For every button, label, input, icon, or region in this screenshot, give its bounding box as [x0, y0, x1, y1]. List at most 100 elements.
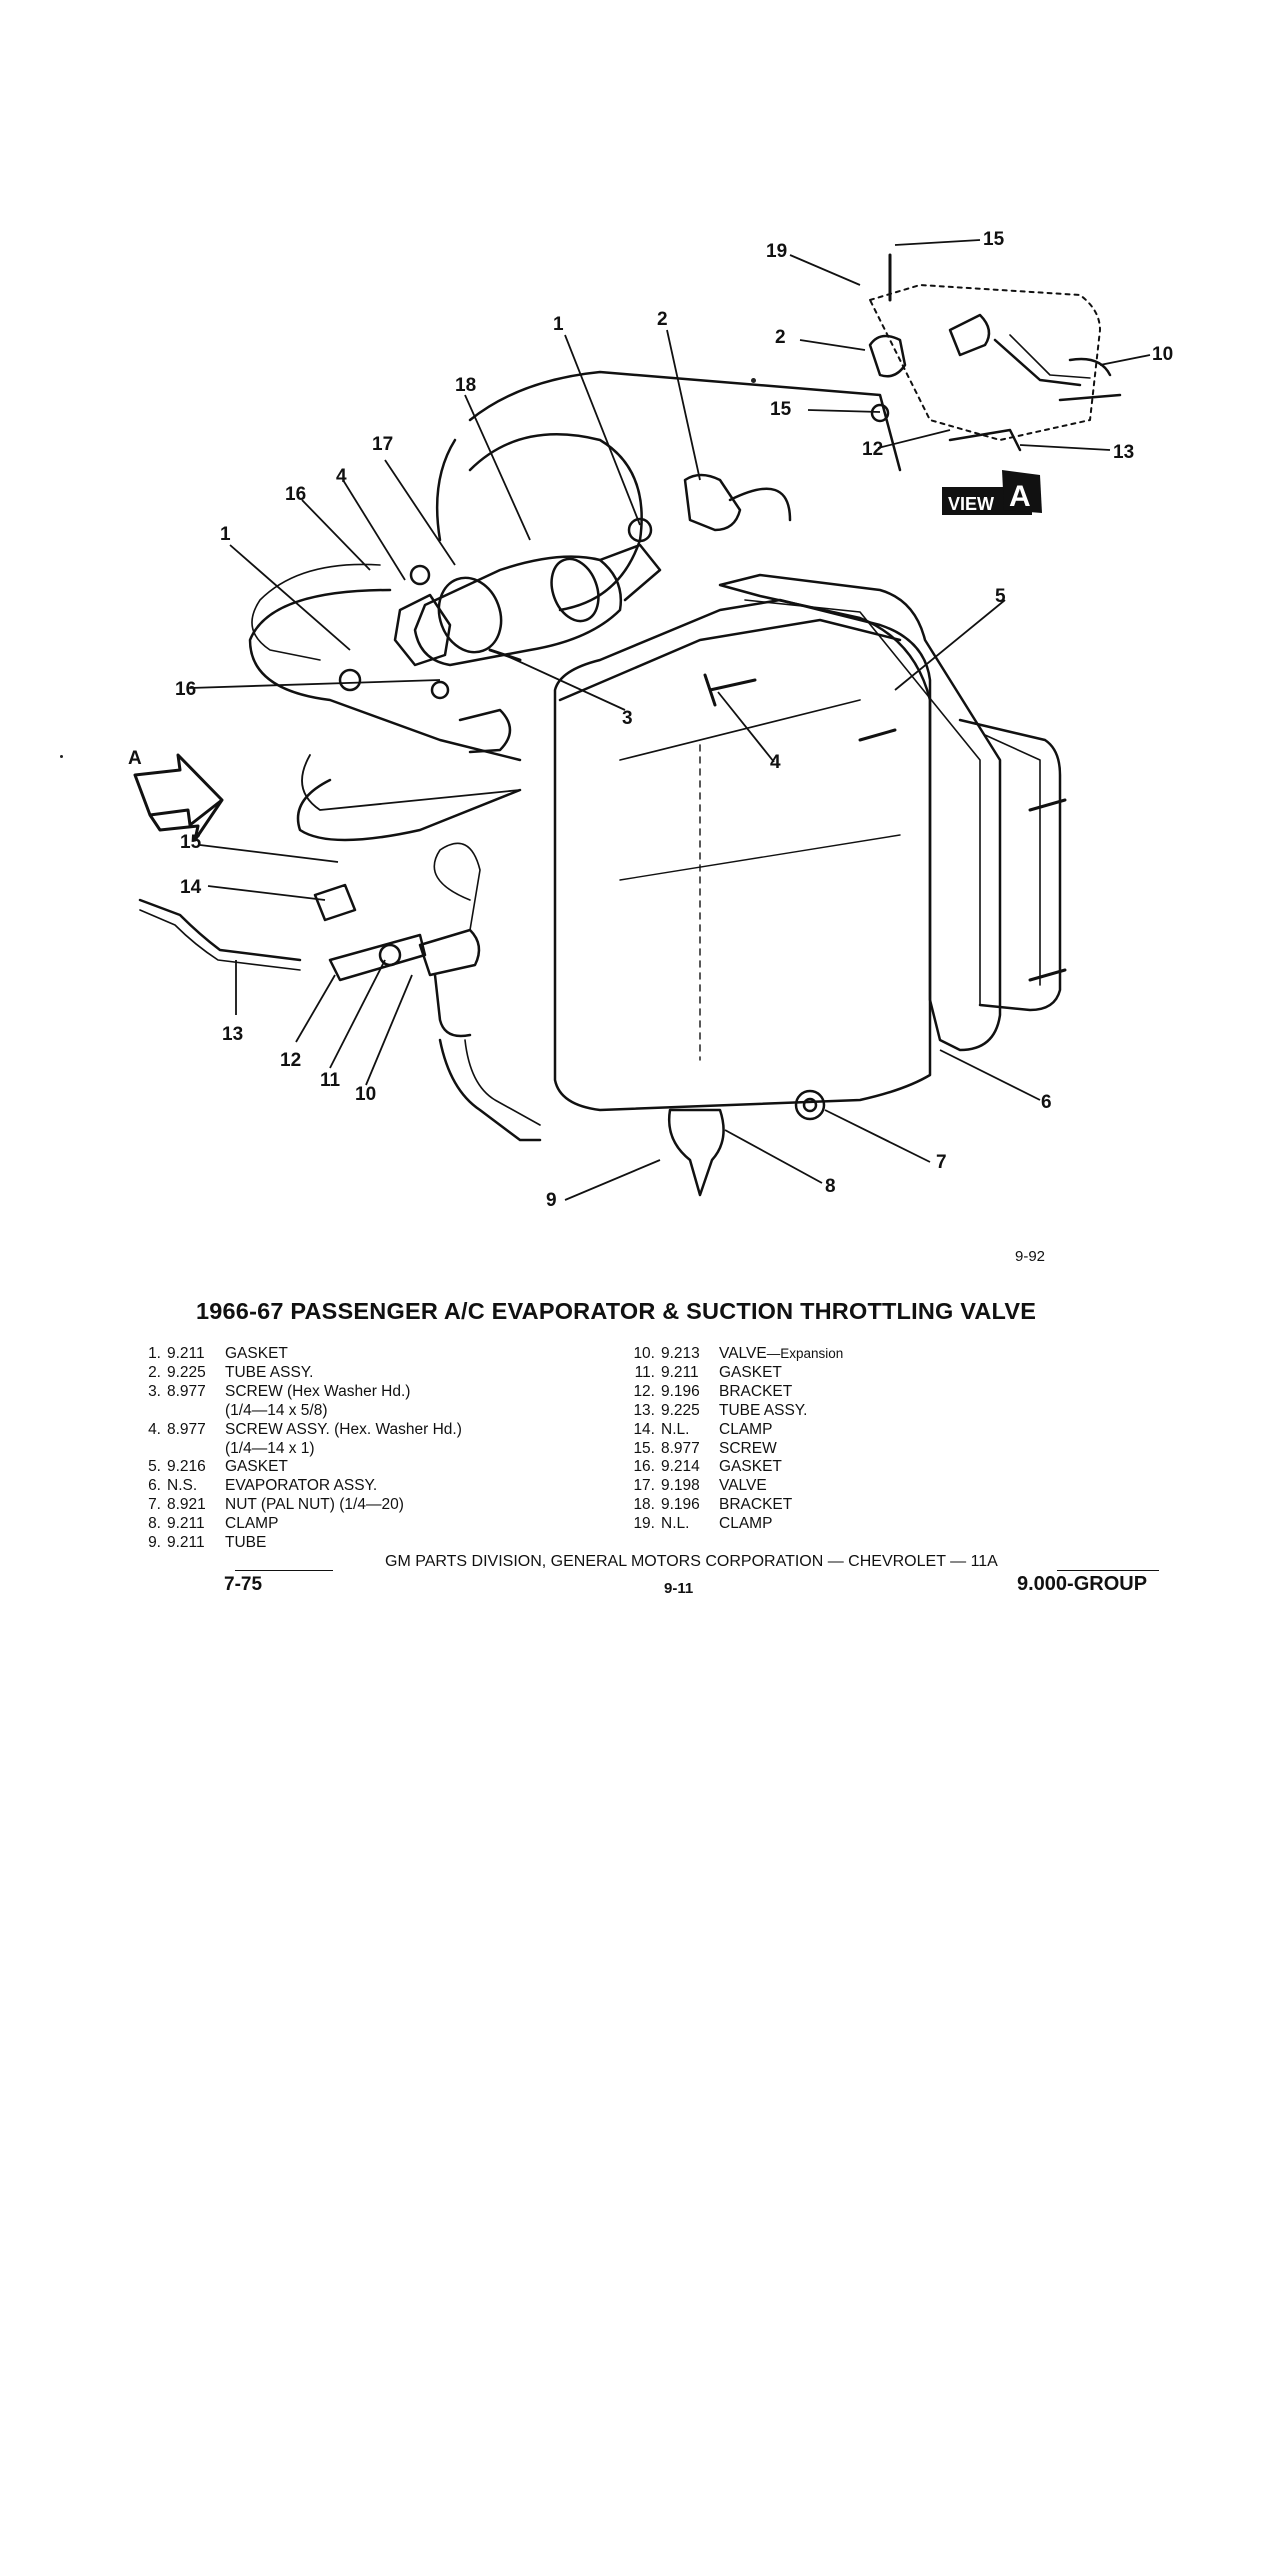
blower-housing-outline	[468, 370, 902, 472]
part-code: 9.213	[661, 1345, 700, 1362]
part-description: (1/4—14 x 1)	[225, 1439, 315, 1457]
callout: 12	[862, 439, 883, 460]
part-code: 9.211	[167, 1515, 205, 1533]
callout: 14	[180, 877, 202, 898]
scan-speck	[751, 378, 756, 383]
part-number: 12.	[633, 1382, 655, 1400]
part-number: 19.	[633, 1515, 655, 1533]
part-description: SCREW ASSY. (Hex. Washer Hd.)	[225, 1420, 462, 1438]
part-description: GASKET	[225, 1458, 288, 1476]
callout: 7	[936, 1152, 947, 1173]
part-number: 1.	[148, 1345, 161, 1362]
parts-row: 6.N.S.EVAPORATOR ASSY.	[133, 1477, 462, 1496]
part-description: GASKET	[719, 1458, 782, 1476]
view-direction-arrow: A	[128, 748, 224, 842]
part-description: CLAMP	[719, 1515, 773, 1533]
part-number	[133, 1402, 167, 1421]
part-number: 13.	[633, 1401, 655, 1419]
part-code	[167, 1402, 225, 1421]
part-code	[167, 1440, 225, 1459]
figure-code: 9-92	[1015, 1248, 1046, 1265]
part-description-qualifier: —Expansion	[766, 1346, 844, 1361]
callout: 1	[220, 524, 231, 545]
callout: 4	[336, 466, 347, 487]
capillary-tube	[251, 563, 381, 661]
part-description: SCREW (Hex Washer Hd.)	[225, 1382, 411, 1400]
callout: 3	[622, 708, 633, 729]
part-number: 15.	[633, 1439, 655, 1457]
part-code: 8.977	[167, 1420, 206, 1438]
part-description: BRACKET	[719, 1382, 793, 1400]
part-description: TUBE	[225, 1534, 267, 1552]
callout: 2	[657, 309, 668, 330]
parts-row: 19. N.L. CLAMP	[627, 1515, 843, 1534]
callout: 13	[1113, 442, 1134, 463]
page-number-left: 7-75	[224, 1574, 263, 1595]
part-description: GASKET	[225, 1345, 288, 1362]
part-description: TUBE ASSY.	[719, 1401, 808, 1419]
part-code: 8.977	[661, 1439, 700, 1457]
part-description: (1/4—14 x 5/8)	[225, 1401, 328, 1419]
parts-row: (1/4—14 x 5/8)	[133, 1402, 462, 1421]
scan-speck	[60, 755, 63, 758]
callout: 11	[320, 1070, 341, 1091]
part-number: 16.	[633, 1458, 655, 1476]
part-description: VALVE	[719, 1477, 767, 1495]
part-code: 9.225	[167, 1363, 206, 1381]
part-code: 9.196	[661, 1496, 700, 1514]
drain-nozzle	[667, 1108, 725, 1197]
expansion-valve	[418, 928, 481, 977]
part-number: 11.	[634, 1363, 655, 1381]
suction-throttling-valve	[413, 555, 623, 667]
callout: 8	[825, 1176, 836, 1197]
callout: 13	[222, 1024, 243, 1045]
parts-row: 18. 9.196 BRACKET	[627, 1496, 843, 1515]
part-number: 10.	[633, 1345, 655, 1362]
view-a-badge: VIEW A	[942, 470, 1042, 515]
callout: 10	[355, 1084, 376, 1105]
callout: 15	[770, 399, 792, 420]
part-code: 9.216	[167, 1458, 206, 1476]
part-number	[133, 1440, 167, 1459]
part-number: 9.	[148, 1534, 161, 1552]
callout: 6	[1041, 1092, 1052, 1113]
callout-labels: 1 2 18 17 4 16 1 16 3 4 5 15 14 13 12 11…	[175, 229, 1173, 1211]
fitting-2	[683, 473, 742, 532]
part-code: 9.198	[661, 1477, 700, 1495]
part-code: 9.196	[661, 1382, 700, 1400]
part-number: 17.	[633, 1477, 655, 1495]
part-description: SCREW	[719, 1439, 777, 1457]
callout: 1	[553, 314, 564, 335]
arrow-letter: A	[128, 748, 142, 769]
group-number: 9.000-GROUP	[1017, 1573, 1148, 1595]
blower-wheel	[468, 433, 643, 612]
part-description: EVAPORATOR ASSY.	[225, 1477, 378, 1495]
part-code: N.S.	[167, 1477, 198, 1495]
part-description: CLAMP	[225, 1515, 279, 1533]
page-number-center: 9-11	[664, 1580, 694, 1597]
part-code: 9.211	[661, 1363, 699, 1381]
footer-publisher: GM PARTS DIVISION, GENERAL MOTORS CORPOR…	[385, 1553, 998, 1570]
callout: 16	[285, 484, 306, 505]
evaporator-case	[553, 598, 932, 1112]
callout: 10	[1152, 344, 1173, 365]
parts-row: 17. 9.198 VALVE	[627, 1477, 843, 1496]
part-code: N.L.	[661, 1420, 690, 1438]
page-title: 1966-67 PASSENGER A/C EVAPORATOR & SUCTI…	[196, 1298, 1037, 1324]
view-letter: A	[1009, 480, 1031, 513]
refrigerant-tube	[248, 588, 522, 762]
callout: 16	[175, 679, 196, 700]
part-number: 18.	[633, 1496, 655, 1514]
part-description: BRACKET	[719, 1496, 793, 1514]
part-code: N.L.	[661, 1515, 690, 1533]
part-number: 2.	[148, 1363, 161, 1381]
part-description: GASKET	[719, 1363, 782, 1381]
